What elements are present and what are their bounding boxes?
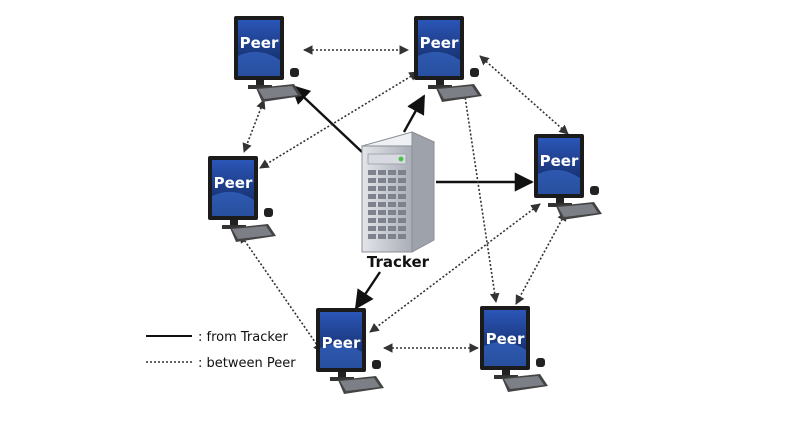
link-tc-ml <box>259 71 419 169</box>
peer-top-center: Peer <box>414 16 482 102</box>
tracker-server: Tracker <box>360 131 436 271</box>
legend: : from Tracker : between Peer <box>146 330 296 371</box>
peer-bottom-right: Peer <box>480 306 548 392</box>
peer-label: Peer <box>214 174 253 192</box>
server-tower-icon <box>360 131 436 253</box>
peer-label: Peer <box>486 330 525 348</box>
peer-mid-left: Peer <box>208 156 276 242</box>
peer-label: Peer <box>240 34 279 52</box>
desktop-computer-icon <box>414 16 482 102</box>
peer-bottom-center: Peer <box>316 308 384 394</box>
tracker-label: Tracker <box>367 253 430 271</box>
desktop-computer-icon <box>534 134 602 220</box>
legend-from-tracker-label: : from Tracker <box>198 330 288 345</box>
peer-connections <box>239 45 569 353</box>
link-tc-right <box>479 55 569 135</box>
link-tl-ml <box>242 99 266 153</box>
tracker-to-peer-top-center-arrow <box>402 94 426 133</box>
desktop-computer-icon <box>234 16 302 102</box>
desktop-computer-icon <box>480 306 548 392</box>
link-tc-br <box>460 89 500 303</box>
tracker-to-peer-top-left-arrow <box>290 84 363 153</box>
legend-between-peer-label: : between Peer <box>198 356 296 371</box>
link-right-bc <box>369 203 541 333</box>
link-right-br <box>515 211 567 305</box>
peer-label: Peer <box>420 34 459 52</box>
tracker-to-peer-bottom-center-arrow <box>354 271 381 310</box>
peer-right: Peer <box>534 134 602 220</box>
peer-label: Peer <box>322 334 361 352</box>
desktop-computer-icon <box>208 156 276 242</box>
peer-label: Peer <box>540 152 579 170</box>
peer-top-left: Peer <box>234 16 302 102</box>
